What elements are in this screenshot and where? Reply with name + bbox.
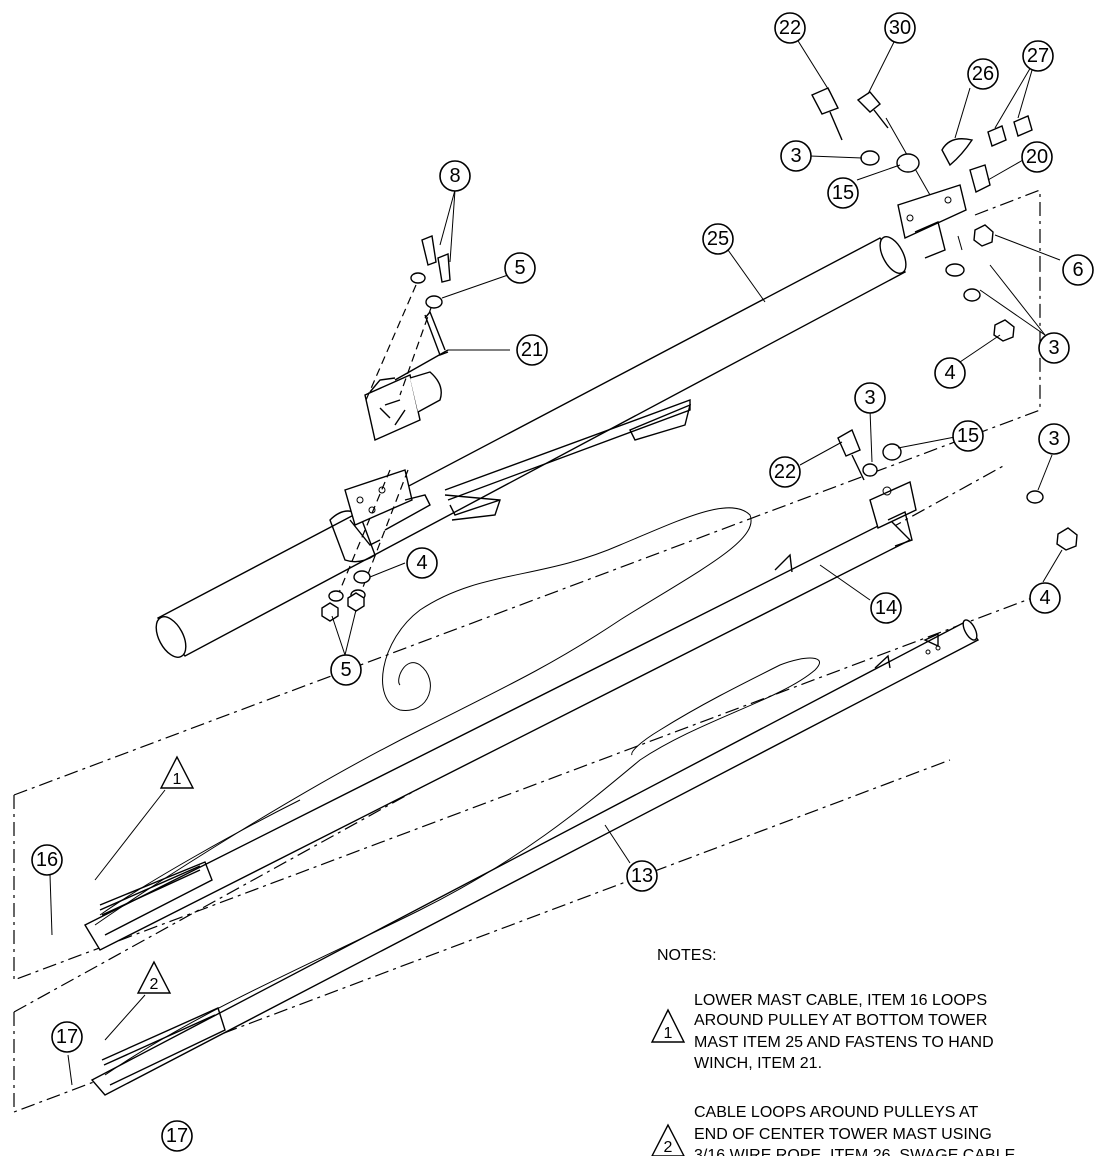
svg-text:8: 8 <box>449 165 460 187</box>
bottom-tower-mast <box>155 236 907 658</box>
balloon-15: 15 <box>952 420 984 452</box>
svg-text:21: 21 <box>521 339 543 361</box>
note-2-line: CABLE LOOPS AROUND PULLEYS AT <box>694 1104 978 1121</box>
note-1-line: AROUND PULLEY AT BOTTOM TOWER <box>694 1012 987 1029</box>
note-callout-triangle-1: 1 <box>159 755 195 789</box>
svg-text:17: 17 <box>166 1125 188 1147</box>
balloon-8: 8 <box>439 160 471 192</box>
balloon-17: 17 <box>51 1021 83 1053</box>
balloon-4: 4 <box>934 357 966 389</box>
svg-text:30: 30 <box>889 17 911 39</box>
balloon-5: 5 <box>504 252 536 284</box>
svg-text:15: 15 <box>957 425 979 447</box>
balloon-21: 21 <box>516 334 548 366</box>
balloon-4: 4 <box>1029 582 1061 614</box>
svg-text:16: 16 <box>36 849 58 871</box>
svg-text:3: 3 <box>864 387 875 409</box>
svg-text:22: 22 <box>774 461 796 483</box>
svg-text:25: 25 <box>707 228 729 250</box>
balloon-3: 3 <box>1038 423 1070 455</box>
svg-text:2: 2 <box>150 976 159 993</box>
balloon-5: 5 <box>330 654 362 686</box>
notes-block: NOTES: 1 LOWER MAST CABLE, ITEM 16 LOOPS… <box>650 947 1015 1156</box>
balloon-22: 22 <box>774 12 806 44</box>
svg-text:4: 4 <box>416 552 427 574</box>
svg-text:3: 3 <box>790 145 801 167</box>
svg-text:20: 20 <box>1026 146 1048 168</box>
svg-text:1: 1 <box>173 771 182 788</box>
centerline-envelope-upper <box>13 189 1041 981</box>
svg-text:27: 27 <box>1027 45 1049 67</box>
balloon-16: 16 <box>31 844 63 876</box>
svg-text:3: 3 <box>1048 428 1059 450</box>
svg-text:4: 4 <box>944 362 955 384</box>
svg-text:26: 26 <box>972 63 994 85</box>
svg-text:15: 15 <box>832 182 854 204</box>
note-2-line: 3/16 WIRE ROPE, ITEM 26, SWAGE CABLE <box>694 1147 1015 1156</box>
balloon-3: 3 <box>1038 332 1070 364</box>
balloon-15: 15 <box>827 177 859 209</box>
balloon-30: 30 <box>884 12 916 44</box>
svg-text:1: 1 <box>664 1025 673 1042</box>
note-1-line: WINCH, ITEM 21. <box>694 1055 822 1072</box>
notes-heading: NOTES: <box>657 947 717 964</box>
svg-text:22: 22 <box>779 17 801 39</box>
balloon-4: 4 <box>406 547 438 579</box>
svg-text:5: 5 <box>340 659 351 681</box>
note-1-line: LOWER MAST CABLE, ITEM 16 LOOPS <box>694 992 987 1009</box>
lower-pulley-assembly <box>837 428 1078 551</box>
upper-pulley-assembly <box>811 87 1033 342</box>
svg-text:3: 3 <box>1048 337 1059 359</box>
svg-text:17: 17 <box>56 1026 78 1048</box>
svg-text:4: 4 <box>1039 587 1050 609</box>
note-2-triangle: 2 <box>651 1123 685 1156</box>
hardware-small-parts <box>321 235 451 622</box>
note-1-triangle: 1 <box>650 1008 686 1043</box>
svg-text:6: 6 <box>1072 259 1083 281</box>
note-2-line: END OF CENTER TOWER MAST USING <box>694 1126 992 1143</box>
svg-text:13: 13 <box>631 865 653 887</box>
note-callout-triangle-2: 2 <box>136 960 172 994</box>
balloon-22: 22 <box>769 456 801 488</box>
svg-text:2: 2 <box>664 1139 673 1156</box>
balloon-17: 17 <box>161 1120 193 1152</box>
svg-text:5: 5 <box>514 257 525 279</box>
balloon-6: 6 <box>1062 254 1094 286</box>
balloon-27: 27 <box>1022 40 1054 72</box>
balloon-25: 25 <box>702 223 734 255</box>
top-tower-mast <box>90 619 980 1096</box>
note-1-line: MAST ITEM 25 AND FASTENS TO HAND <box>694 1034 994 1051</box>
balloon-3: 3 <box>854 382 886 414</box>
leader-lines <box>49 27 1063 1086</box>
balloon-26: 26 <box>967 58 999 90</box>
upper-mast-cable <box>104 657 821 1076</box>
lower-mast-cable <box>94 507 752 926</box>
svg-text:14: 14 <box>875 597 897 619</box>
balloon-3: 3 <box>780 140 812 172</box>
balloon-13: 13 <box>626 860 658 892</box>
balloon-14: 14 <box>870 592 902 624</box>
hand-winch <box>364 310 449 441</box>
balloon-20: 20 <box>1021 141 1053 173</box>
